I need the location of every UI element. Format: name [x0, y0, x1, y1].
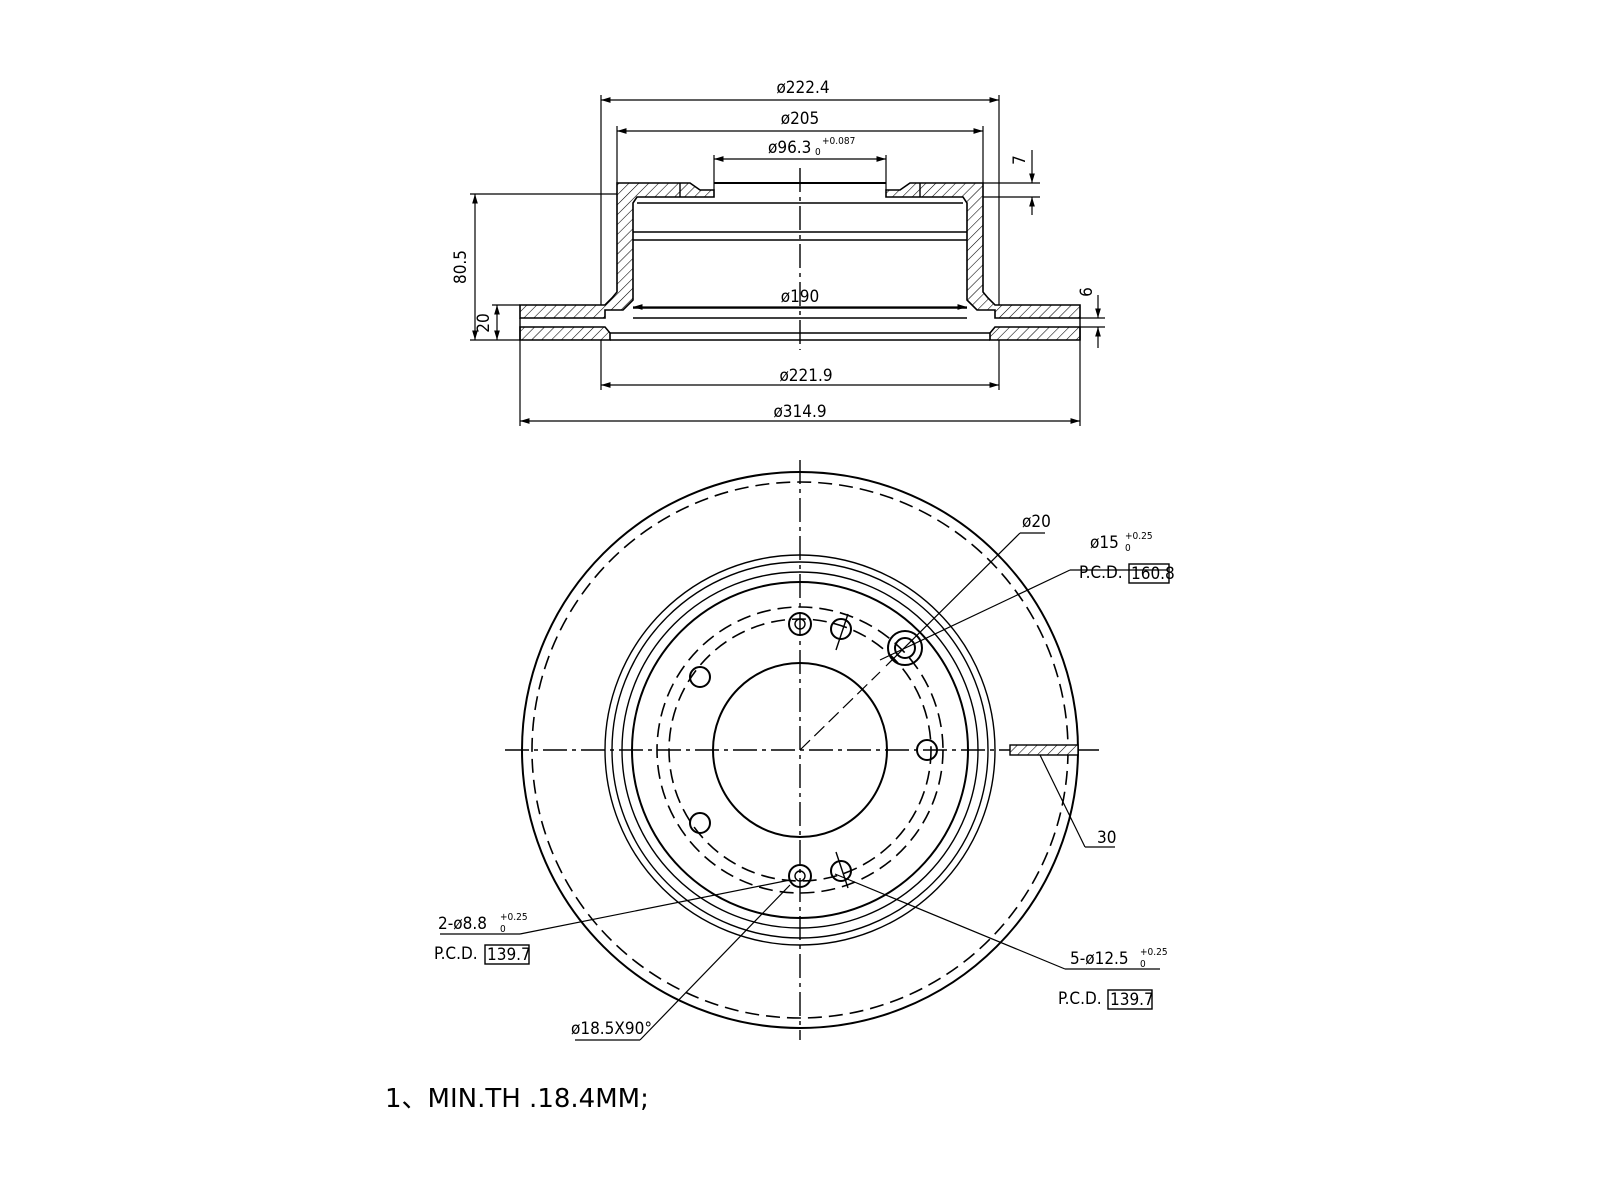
- section-right-plate: [989, 326, 1081, 341]
- label-hole-15-tol-upper: +0.25: [1125, 531, 1153, 542]
- plan-view: ø20 ø15 +0.25 0 P.C.D. 160.8 30 2-ø8.8 +…: [434, 460, 1175, 1041]
- label-hole-15-tol-lower: 0: [1125, 543, 1131, 554]
- section-left-wall: [519, 182, 715, 319]
- bolt-hole-lower-left: [689, 812, 711, 834]
- dim-friction-inner: ø221.9: [779, 366, 832, 386]
- label-pcd-160: 160.8: [1131, 564, 1175, 584]
- bolt-hole-upper-left: [689, 666, 711, 688]
- dim-inner-dia: ø190: [781, 287, 820, 307]
- large-hole-inner: [894, 637, 916, 659]
- label-hole-15: ø15: [1090, 533, 1119, 553]
- bolt-hole-bottom-inner: [794, 870, 806, 882]
- label-pcd-prefix-b: P.C.D.: [434, 944, 478, 964]
- section-view: ø222.4 ø205 ø96.3 +0.087 0 7 80.5 20: [451, 78, 1105, 426]
- label-holes-2-tol-lower: 0: [500, 924, 506, 935]
- tapped-hole-top: [830, 618, 852, 640]
- section-right-wall: [885, 182, 1081, 319]
- label-pcd-prefix-a: P.C.D.: [1079, 563, 1123, 583]
- label-chamfer: ø18.5X90°: [571, 1019, 652, 1039]
- dim-center-bore-tol-upper: +0.087: [822, 136, 855, 147]
- bolt-hole-bottom: [788, 864, 812, 888]
- label-holes-5-tol-upper: +0.25: [1140, 947, 1168, 958]
- section-left-plate: [519, 326, 611, 341]
- label-hole-20: ø20: [1022, 512, 1051, 532]
- dim-hat-top: 7: [1010, 155, 1030, 165]
- large-hole-outer: [887, 630, 923, 666]
- dim-center-bore: ø96.3: [768, 138, 811, 158]
- bolt-hole-top-inner: [794, 618, 806, 630]
- dim-hat-dia: ø205: [781, 109, 820, 129]
- note-min-thickness: 1、MIN.TH .18.4MM;: [385, 1084, 649, 1114]
- label-holes-2-tol-upper: +0.25: [500, 912, 528, 923]
- label-pcd-139-b: 139.7: [1110, 990, 1154, 1010]
- dim-flange-thickness: 6: [1077, 287, 1097, 297]
- label-holes-2: 2-ø8.8: [438, 914, 487, 934]
- bolt-hole-right: [916, 739, 938, 761]
- dim-outer-dia: ø314.9: [773, 402, 826, 422]
- label-slot-width: 30: [1097, 828, 1116, 848]
- label-pcd-prefix-c: P.C.D.: [1058, 989, 1102, 1009]
- label-holes-5: 5-ø12.5: [1070, 949, 1129, 969]
- dim-disc-thickness: 20: [474, 313, 494, 332]
- indicator-slot: [1009, 744, 1079, 756]
- label-holes-5-tol-lower: 0: [1140, 959, 1146, 970]
- tapped-hole-bottom: [830, 860, 852, 882]
- dim-overall-height: 80.5: [451, 250, 471, 284]
- dim-outer-hub: ø222.4: [776, 78, 829, 98]
- label-pcd-139-a: 139.7: [487, 945, 531, 965]
- dim-center-bore-tol-lower: 0: [815, 147, 821, 158]
- bolt-hole-top: [788, 612, 812, 636]
